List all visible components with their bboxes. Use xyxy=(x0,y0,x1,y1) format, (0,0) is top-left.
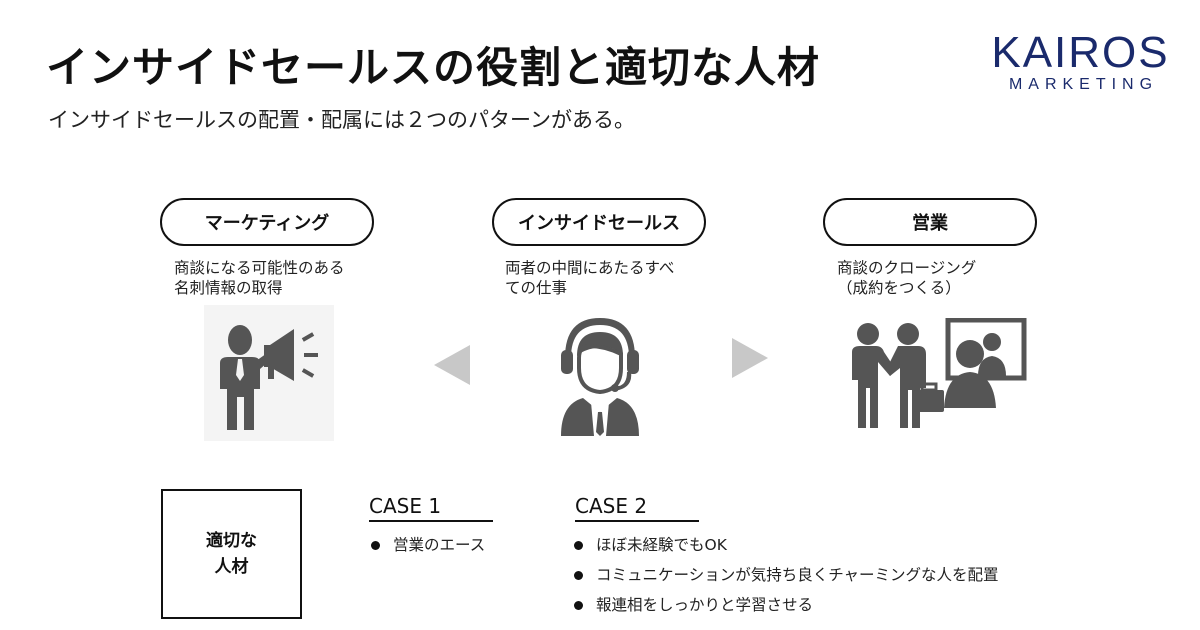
headset-operator-icon xyxy=(561,318,639,436)
suitable-talent-box: 適切な 人材 xyxy=(161,489,302,619)
case-1-heading: CASE 1 xyxy=(369,494,493,522)
role-desc-marketing: 商談になる可能性のある 名刺情報の取得 xyxy=(174,258,345,298)
arrow-right-icon xyxy=(732,338,768,378)
handshake-meeting-icon xyxy=(852,318,1027,428)
role-desc-line: 商談のクロージング xyxy=(837,259,977,277)
case-2-list: ほぼ未経験でもOK コミュニケーションが気持ち良くチャーミングな人を配置 報連相… xyxy=(572,534,999,624)
megaphone-person-icon xyxy=(204,305,334,441)
role-desc-inside-sales: 両者の中間にあたるすべ ての仕事 xyxy=(505,258,674,298)
role-pill-inside-sales: インサイドセールス xyxy=(492,198,706,246)
page-subtitle: インサイドセールスの配置・配属には２つのパターンがある。 xyxy=(48,108,635,132)
case-1-list: 営業のエース xyxy=(369,534,485,564)
role-pill-sales: 営業 xyxy=(823,198,1037,246)
role-desc-line: ての仕事 xyxy=(505,279,568,297)
role-pill-marketing: マーケティング xyxy=(160,198,374,246)
logo-main-text: KAIROS xyxy=(991,28,1170,77)
role-desc-line: 両者の中間にあたるすべ xyxy=(505,259,675,277)
role-desc-sales: 商談のクロージング （成約をつくる） xyxy=(837,258,976,298)
list-item: コミュニケーションが気持ち良くチャーミングな人を配置 xyxy=(572,564,999,594)
talent-box-line: 人材 xyxy=(214,557,249,577)
list-item: 営業のエース xyxy=(369,534,485,564)
kairos-logo: KAIROS MARKETING xyxy=(988,30,1173,94)
case-2-heading: CASE 2 xyxy=(575,494,699,522)
arrow-left-icon xyxy=(434,345,470,385)
talent-box-line: 適切な xyxy=(206,531,257,551)
logo-sub-text: MARKETING xyxy=(1008,76,1159,93)
page-title: インサイドセールスの役割と適切な人材 xyxy=(46,43,821,92)
list-item: ほぼ未経験でもOK xyxy=(572,534,999,564)
role-desc-line: 商談になる可能性のある xyxy=(174,259,345,277)
list-item: 報連相をしっかりと学習させる xyxy=(572,594,999,624)
role-desc-line: 名刺情報の取得 xyxy=(174,279,283,297)
role-desc-line: （成約をつくる） xyxy=(837,279,961,297)
